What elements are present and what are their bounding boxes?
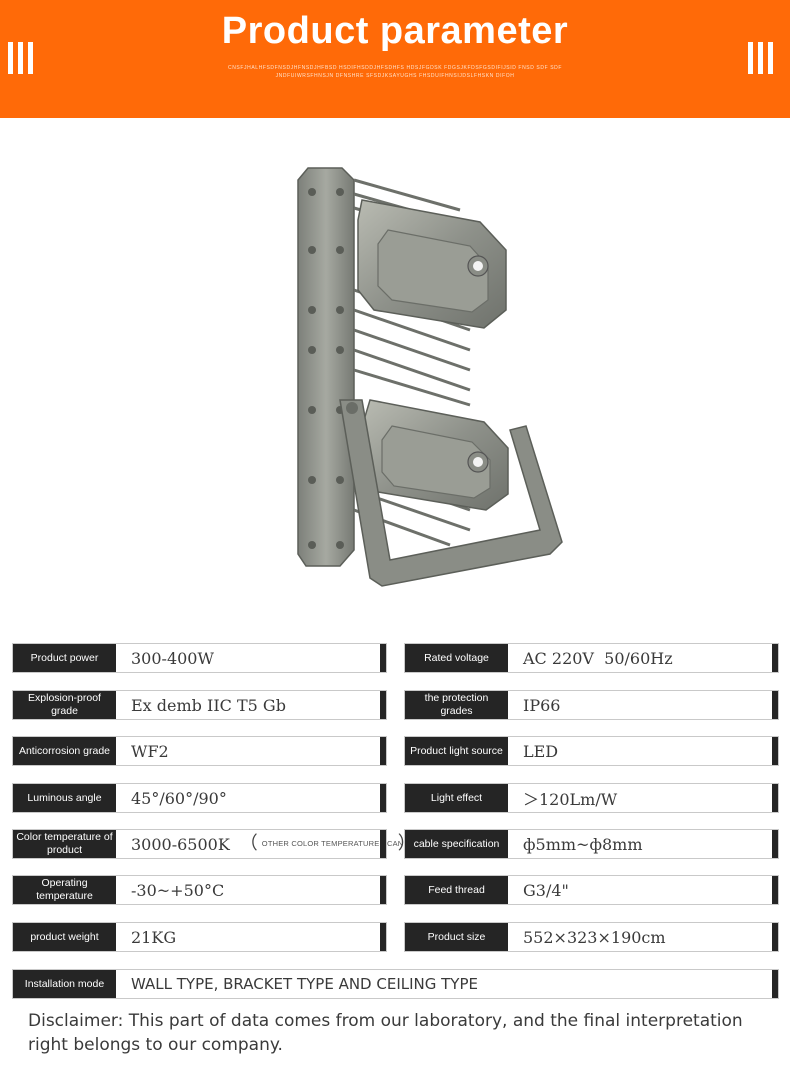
param-row-protection: the protection grades IP66 bbox=[404, 690, 779, 720]
product-image bbox=[297, 167, 563, 587]
param-label: Installation mode bbox=[13, 970, 116, 998]
bars-icon-right bbox=[748, 42, 776, 74]
param-row-anticorrosion: Anticorrosion grade WF2 bbox=[12, 736, 387, 766]
param-label: product weight bbox=[13, 923, 116, 951]
param-row-angle: Luminous angle 45°/60°/90° bbox=[12, 783, 387, 813]
param-value: ＞120Lm/W bbox=[523, 790, 618, 809]
param-value: 300-400W bbox=[131, 648, 214, 668]
param-row-feed-thread: Feed thread G3/4" bbox=[404, 875, 779, 905]
param-value: 45°/60°/90° bbox=[131, 788, 227, 808]
param-label: Feed thread bbox=[405, 876, 508, 904]
param-row-power: Product power 300-400W bbox=[12, 643, 387, 673]
param-label: Product power bbox=[13, 644, 116, 672]
param-row-explosion: Explosion-proof grade Ex demb IIC T5 Gb bbox=[12, 690, 387, 720]
param-label: Operating temperature bbox=[13, 876, 116, 904]
param-row-size: Product size 552×323×190cm bbox=[404, 922, 779, 952]
header-banner: Product parameter CNSFJHALHFSDFNSDJHFNSD… bbox=[0, 0, 790, 118]
param-value: 21KG bbox=[131, 927, 177, 947]
custom-note: （ OTHER COLOR TEMPERATURES CAN BE CUSTOM… bbox=[239, 833, 470, 854]
param-label: Explosion-proof grade bbox=[13, 691, 116, 719]
note-open-paren: （ bbox=[239, 833, 258, 854]
param-row-light-effect: Light effect ＞120Lm/W bbox=[404, 783, 779, 813]
param-value: LED bbox=[523, 741, 559, 761]
param-row-color-temp: Color temperature of product 3000-6500K … bbox=[12, 829, 470, 859]
bars-icon-left bbox=[8, 42, 36, 74]
param-label: Luminous angle bbox=[13, 784, 116, 812]
param-value: 3000-6500K bbox=[131, 834, 230, 854]
param-value: AC 220V 50/60Hz bbox=[523, 648, 673, 668]
page-title: Product parameter bbox=[221, 10, 569, 52]
param-value: WF2 bbox=[131, 741, 169, 761]
param-row-weight: product weight 21KG bbox=[12, 922, 387, 952]
banner-subtitle: CNSFJHALHFSDFNSDJHFNSDJHFBSD HSDIFHSDDJH… bbox=[228, 65, 563, 79]
param-label: Product light source bbox=[405, 737, 508, 765]
note-text: OTHER COLOR TEMPERATURES CAN BE CUSTOMIZ… bbox=[261, 839, 470, 848]
param-label: Light effect bbox=[405, 784, 508, 812]
param-value: ф5mm~ф8mm bbox=[523, 834, 643, 854]
param-label: Color temperature of product bbox=[13, 830, 116, 858]
param-label: Anticorrosion grade bbox=[13, 737, 116, 765]
disclaimer-text: Disclaimer: This part of data comes from… bbox=[28, 1011, 743, 1055]
param-value: Ex demb IIC T5 Gb bbox=[131, 695, 286, 715]
param-value: WALL TYPE, BRACKET TYPE AND CEILING TYPE bbox=[131, 975, 478, 993]
param-row-installation: Installation mode WALL TYPE, BRACKET TYP… bbox=[12, 969, 779, 999]
param-row-op-temp: Operating temperature -30~+50°C bbox=[12, 875, 387, 905]
param-row-voltage: Rated voltage AC 220V 50/60Hz bbox=[404, 643, 779, 673]
param-label: the protection grades bbox=[405, 691, 508, 719]
param-value: -30~+50°C bbox=[131, 880, 225, 900]
param-row-light-source: Product light source LED bbox=[404, 736, 779, 766]
param-value: G3/4" bbox=[523, 880, 569, 900]
param-label: cable specification bbox=[405, 830, 508, 858]
param-value: IP66 bbox=[523, 695, 561, 715]
param-row-cable: cable specification ф5mm~ф8mm bbox=[404, 829, 779, 859]
param-label: Product size bbox=[405, 923, 508, 951]
param-value: 552×323×190cm bbox=[523, 927, 666, 947]
param-label: Rated voltage bbox=[405, 644, 508, 672]
